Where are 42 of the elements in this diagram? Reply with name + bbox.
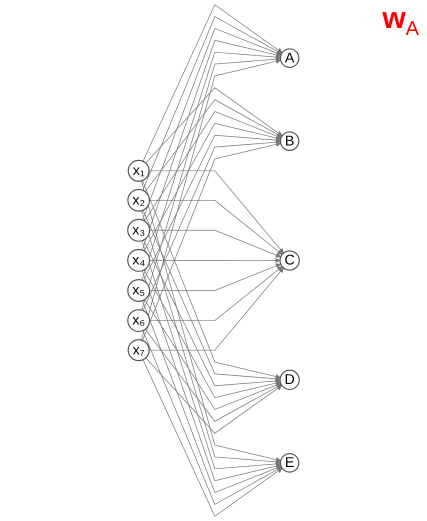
arrow (148, 268, 284, 351)
arrow (142, 40, 281, 250)
node-circle: C (279, 250, 300, 271)
arrow (142, 210, 280, 382)
arrow (142, 270, 281, 482)
arrow (149, 200, 282, 255)
node-circle: B (280, 131, 300, 151)
arrow (142, 359, 282, 517)
arrow (144, 270, 281, 398)
node-circle: x₃ (127, 218, 150, 242)
arrow (143, 134, 281, 282)
arrow (142, 140, 281, 311)
node-circle: x₅ (127, 279, 150, 302)
weight-label: w$_{A}$ (382, 4, 419, 39)
arrow (149, 266, 282, 321)
node-circle: D (279, 370, 300, 390)
arrow (142, 142, 281, 341)
arrow (144, 328, 282, 422)
arrow (149, 258, 280, 264)
node-circle: x₂ (127, 188, 150, 212)
arrow (143, 240, 280, 386)
arrow (142, 330, 282, 505)
arrow (149, 263, 281, 291)
arrow (144, 122, 281, 252)
arrow (142, 180, 281, 380)
arrow (144, 99, 282, 192)
arrow (145, 87, 282, 164)
node-circle: x₁ (128, 160, 150, 182)
arrow (142, 28, 282, 220)
arrow (142, 300, 282, 493)
node-circle: x₆ (127, 309, 150, 332)
arrow (148, 170, 284, 254)
node-circle: x₄ (127, 248, 150, 272)
node-circle: x₇ (128, 339, 150, 362)
arrow (142, 16, 282, 191)
arrow (142, 4, 282, 162)
node-circle: A (280, 48, 300, 68)
arrow (144, 111, 282, 222)
arrow (149, 230, 281, 258)
node-circle: E (280, 453, 300, 473)
arrow (144, 299, 281, 410)
arrow (145, 358, 282, 434)
